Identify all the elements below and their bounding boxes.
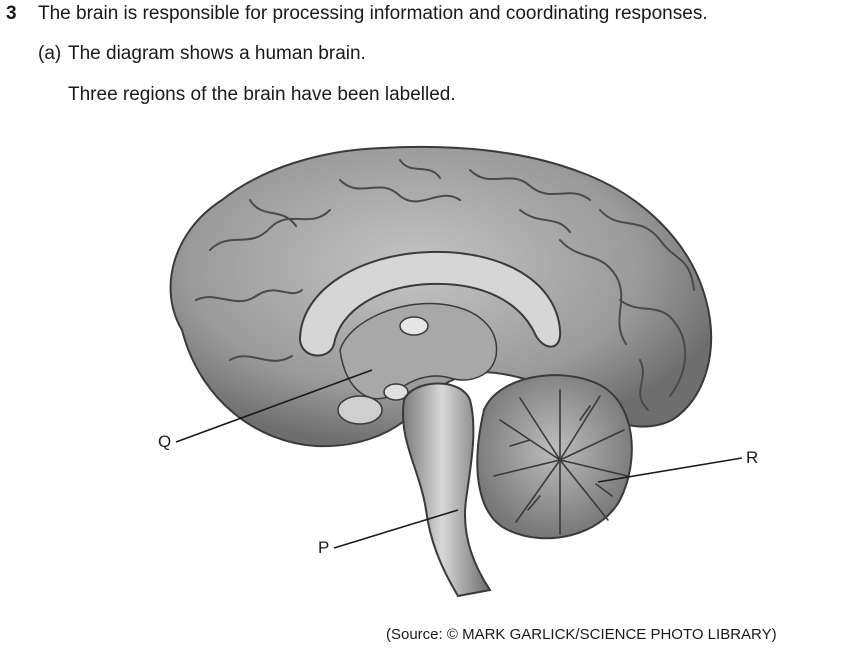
optic-region <box>383 383 409 401</box>
pituitary-region <box>337 395 383 425</box>
question-stem: The brain is responsible for processing … <box>38 3 708 24</box>
leader-line-q <box>175 369 373 443</box>
cerebellum <box>476 374 633 540</box>
source-credit: (Source: © MARK GARLICK/SCIENCE PHOTO LI… <box>386 626 777 643</box>
corpus-callosum <box>298 250 562 357</box>
part-label: (a) <box>38 43 62 64</box>
part-text: The diagram shows a human brain. <box>68 43 366 64</box>
gyri-pattern <box>195 159 695 411</box>
thalamus-spot <box>399 316 429 336</box>
cerebrum-outline <box>169 145 713 448</box>
label-r: R <box>746 448 759 467</box>
leader-lines <box>175 369 743 549</box>
label-q: Q <box>158 432 172 451</box>
leader-line-p <box>333 509 459 549</box>
part-subtext: Three regions of the brain have been lab… <box>68 84 456 105</box>
brain-stem <box>402 382 492 598</box>
thalamus-region <box>339 302 498 400</box>
question-number: 3 <box>6 3 17 24</box>
label-p: P <box>318 538 330 557</box>
leader-line-r <box>597 457 743 483</box>
